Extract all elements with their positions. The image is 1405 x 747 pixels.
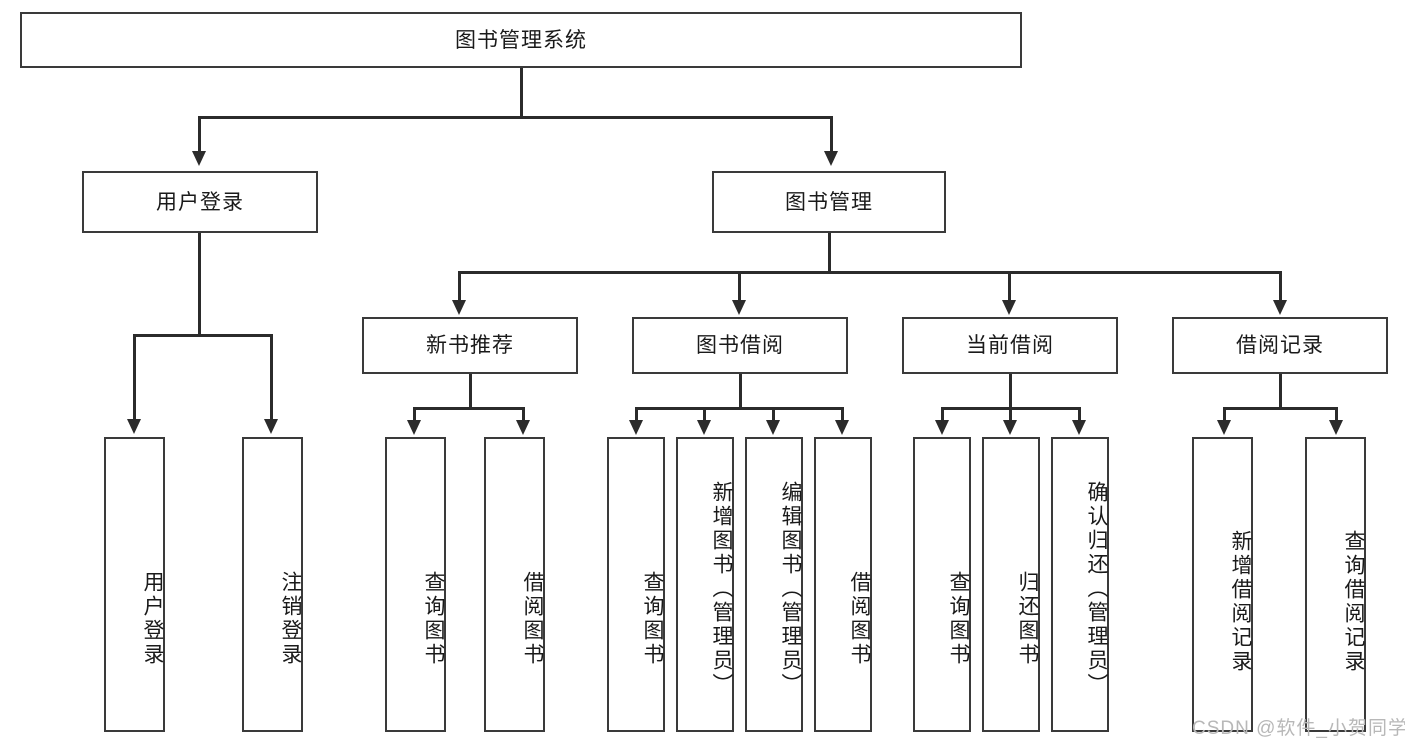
node-label: 归还图书	[1016, 570, 1039, 667]
connector-current-borrow-stem	[1009, 374, 1012, 409]
connector-to-current-borrow	[1008, 271, 1011, 301]
node-borrow-record[interactable]: 借阅记录	[1172, 317, 1388, 374]
connector-book-borrow-leaf-4	[841, 407, 844, 421]
connector-current-borrow-leaf-3	[1078, 407, 1081, 421]
connector-new-book-leaf-2	[522, 407, 525, 421]
node-label: 图书管理系统	[455, 28, 587, 52]
arrowhead-to-current-borrow	[1002, 300, 1016, 315]
connector-root-bar	[198, 116, 832, 119]
connector-user-login-leaf-2	[270, 334, 273, 420]
leaf-book-borrow-edit[interactable]: 编辑图书（管理员）	[745, 437, 803, 732]
arrowhead-new-book-leaf-1	[407, 420, 421, 435]
connector-borrow-record-bar	[1223, 407, 1337, 410]
arrowhead-user-login-leaf-2	[264, 419, 278, 434]
arrowhead-current-borrow-leaf-3	[1072, 420, 1086, 435]
arrowhead-to-borrow-record	[1273, 300, 1287, 315]
leaf-book-borrow-borrow[interactable]: 借阅图书	[814, 437, 872, 732]
arrowhead-book-borrow-leaf-1	[629, 420, 643, 435]
connector-book-borrow-leaf-3	[772, 407, 775, 421]
connector-to-user-login	[198, 116, 201, 152]
arrowhead-to-book-borrow	[732, 300, 746, 315]
connector-to-book-borrow	[738, 271, 741, 301]
leaf-book-borrow-query[interactable]: 查询图书	[607, 437, 665, 732]
connector-user-login-leaf-1	[133, 334, 136, 420]
connector-new-book-leaf-1	[413, 407, 416, 421]
arrowhead-book-borrow-leaf-2	[697, 420, 711, 435]
node-label: 用户登录	[156, 190, 244, 214]
node-label: 当前借阅	[966, 334, 1054, 357]
connector-root-stem	[520, 68, 523, 117]
node-label: 注销登录	[279, 570, 302, 667]
leaf-book-borrow-add[interactable]: 新增图书（管理员）	[676, 437, 734, 732]
connector-current-borrow-leaf-1	[941, 407, 944, 421]
connector-book-borrow-leaf-2	[703, 407, 706, 421]
arrowhead-current-borrow-leaf-2	[1003, 420, 1017, 435]
leaf-borrow-record-add[interactable]: 新增借阅记录	[1192, 437, 1253, 732]
node-label: 图书管理	[785, 190, 873, 214]
leaf-user-login-logout[interactable]: 注销登录	[242, 437, 303, 732]
leaf-new-book-borrow[interactable]: 借阅图书	[484, 437, 545, 732]
node-label: 新增借阅记录	[1229, 529, 1252, 674]
node-label: 借阅图书	[848, 570, 871, 667]
connector-to-borrow-record	[1279, 271, 1282, 301]
connector-current-borrow-leaf-2	[1009, 407, 1012, 421]
node-user-login[interactable]: 用户登录	[82, 171, 318, 233]
node-root-system[interactable]: 图书管理系统	[20, 12, 1022, 68]
node-new-book-recommend[interactable]: 新书推荐	[362, 317, 578, 374]
node-label: 查询图书	[422, 570, 445, 667]
arrowhead-borrow-record-leaf-2	[1329, 420, 1343, 435]
node-label: 确认归还（管理员）	[1085, 480, 1108, 697]
arrowhead-user-login-leaf-1	[127, 419, 141, 434]
node-label: 编辑图书（管理员）	[779, 480, 802, 697]
connector-book-borrow-bar	[635, 407, 843, 410]
connector-new-book-stem	[469, 374, 472, 409]
connector-borrow-record-leaf-1	[1223, 407, 1226, 421]
node-current-borrow[interactable]: 当前借阅	[902, 317, 1118, 374]
node-label: 借阅记录	[1236, 334, 1324, 357]
leaf-new-book-query[interactable]: 查询图书	[385, 437, 446, 732]
connector-book-borrow-leaf-1	[635, 407, 638, 421]
node-label: 借阅图书	[521, 570, 544, 667]
arrowhead-book-borrow-leaf-3	[766, 420, 780, 435]
connector-book-manage-bar	[458, 271, 1281, 274]
arrowhead-new-book-leaf-2	[516, 420, 530, 435]
leaf-user-login-login[interactable]: 用户登录	[104, 437, 165, 732]
connector-user-login-stem	[198, 233, 201, 335]
node-label: 图书借阅	[696, 334, 784, 357]
connector-to-new-book	[458, 271, 461, 301]
arrowhead-book-borrow-leaf-4	[835, 420, 849, 435]
node-book-borrow[interactable]: 图书借阅	[632, 317, 848, 374]
arrowhead-to-book-manage	[824, 151, 838, 166]
connector-to-book-manage	[830, 116, 833, 152]
node-label: 新增图书（管理员）	[710, 480, 733, 697]
connector-borrow-record-stem	[1279, 374, 1282, 409]
connector-book-borrow-stem	[739, 374, 742, 409]
arrowhead-to-new-book	[452, 300, 466, 315]
node-label: 用户登录	[141, 570, 164, 667]
leaf-current-borrow-confirm[interactable]: 确认归还（管理员）	[1051, 437, 1109, 732]
leaf-current-borrow-return[interactable]: 归还图书	[982, 437, 1040, 732]
connector-new-book-bar	[413, 407, 524, 410]
node-label: 新书推荐	[426, 334, 514, 357]
connector-borrow-record-leaf-2	[1335, 407, 1338, 421]
leaf-borrow-record-query[interactable]: 查询借阅记录	[1305, 437, 1366, 732]
node-book-management[interactable]: 图书管理	[712, 171, 946, 233]
node-label: 查询借阅记录	[1342, 529, 1365, 674]
node-label: 查询图书	[641, 570, 664, 667]
arrowhead-borrow-record-leaf-1	[1217, 420, 1231, 435]
connector-user-login-bar	[133, 334, 272, 337]
arrowhead-current-borrow-leaf-1	[935, 420, 949, 435]
leaf-current-borrow-query[interactable]: 查询图书	[913, 437, 971, 732]
arrowhead-to-user-login	[192, 151, 206, 166]
node-label: 查询图书	[947, 570, 970, 667]
connector-book-manage-stem	[828, 233, 831, 273]
